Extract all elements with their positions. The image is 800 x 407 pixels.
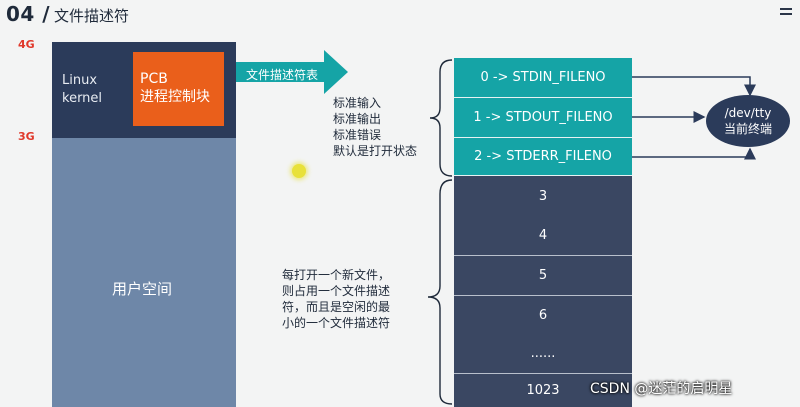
fd-table-arrow <box>236 50 348 94</box>
page-title: 文件描述符 <box>54 7 130 25</box>
stdin-connector <box>632 76 756 97</box>
new-file-note-line: 则占用一个文件描述 <box>282 284 391 298</box>
label-3g: 3G <box>18 130 35 143</box>
fd-row-stdout: 1 -> STDOUT_FILENO <box>454 98 632 138</box>
tty-terminal-node: /dev/tty 当前终端 <box>706 95 790 147</box>
pointer-highlight <box>292 164 306 178</box>
fd-row-stdin: 0 -> STDIN_FILENO <box>454 58 632 98</box>
fd-row: 1023 <box>454 373 632 407</box>
user-space-label: 用户空间 <box>112 280 173 298</box>
new-file-note-line: 符，而且是空闲的最 <box>282 300 391 314</box>
fd-row: 4 <box>454 216 632 255</box>
pcb-label-line2: 进程控制块 <box>140 89 210 105</box>
tty-line2: 当前终端 <box>723 122 772 136</box>
tty-line1: /dev/tty <box>724 106 772 120</box>
section-number: 04 / <box>6 2 51 26</box>
new-file-brace <box>427 179 453 405</box>
watermark: CSDN @迷茫的启明星 <box>590 381 733 397</box>
std-brace <box>429 59 453 177</box>
new-file-note-line: 每打开一个新文件， <box>282 268 391 282</box>
stderr-connector <box>632 147 756 160</box>
fd-row: 6 <box>454 295 632 334</box>
fd-row: ...... <box>454 334 632 373</box>
label-4g: 4G <box>18 38 35 51</box>
new-file-note-line: 小的一个文件描述符 <box>282 316 391 330</box>
std-note-line: 标准错误 <box>333 128 382 142</box>
fd-row: 5 <box>454 255 632 295</box>
std-note-line: 默认是打开状态 <box>333 144 418 158</box>
fd-row-stderr: 2 -> STDERR_FILENO <box>454 138 632 176</box>
fd-table-arrow-label: 文件描述符表 <box>246 68 319 82</box>
user-space-block <box>52 138 236 407</box>
pcb-label-line1: PCB <box>140 71 168 87</box>
kernel-label-line1: Linux <box>62 73 98 88</box>
new-file-note: 每打开一个新文件， 则占用一个文件描述 符，而且是空闲的最 小的一个文件描述符 <box>282 267 390 331</box>
std-note-line: 标准输入 <box>333 96 382 110</box>
kernel-label: Linux kernel <box>62 72 102 108</box>
pcb-block <box>133 52 224 126</box>
fd-row: 3 <box>454 176 632 216</box>
std-note-line: 标准输出 <box>333 112 382 126</box>
kernel-label-line2: kernel <box>62 91 103 106</box>
menu-icon[interactable] <box>780 8 792 18</box>
std-note: 标准输入 标准输出 标准错误 默认是打开状态 <box>333 95 417 159</box>
pcb-label: PCB 进程控制块 <box>140 70 210 106</box>
